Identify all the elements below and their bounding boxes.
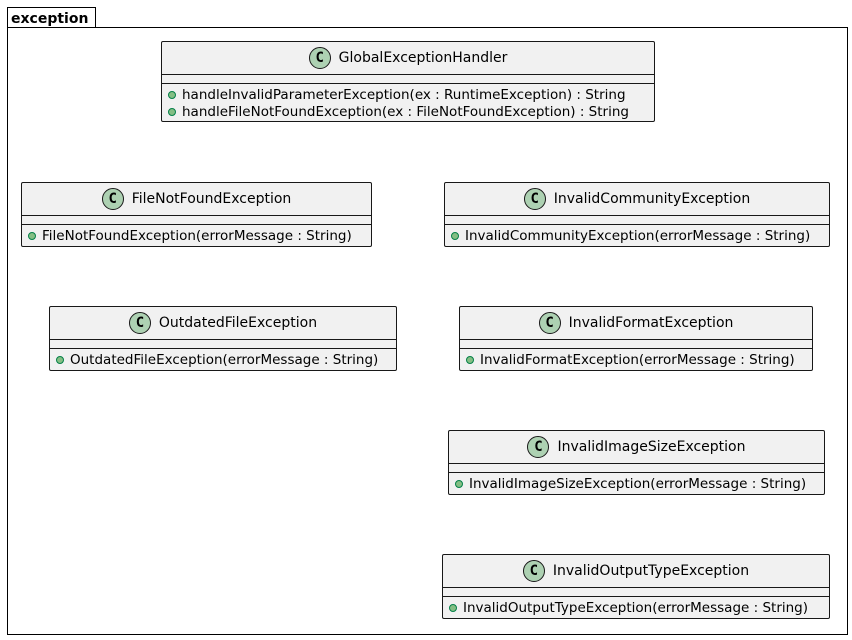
method-signature: handleInvalidParameterException(ex : Run… (182, 86, 626, 103)
class-header: C InvalidImageSizeException (449, 431, 824, 464)
package-name: exception (11, 11, 89, 27)
public-visibility-icon (28, 231, 36, 240)
class-header: C OutdatedFileException (50, 307, 396, 340)
class-stereotype-icon: C (308, 47, 331, 69)
class-name: InvalidImageSizeException (557, 439, 746, 455)
class-name: InvalidOutputTypeException (552, 563, 750, 579)
attributes-compartment (445, 216, 829, 225)
class-header: C InvalidFormatException (460, 307, 812, 340)
attributes-compartment (162, 75, 654, 84)
class-stereotype-icon: C (101, 188, 124, 210)
class-name: FileNotFoundException (131, 191, 292, 207)
public-visibility-icon (449, 603, 457, 612)
method-signature: OutdatedFileException(errorMessage : Str… (70, 351, 379, 368)
public-visibility-icon (168, 90, 176, 99)
method-row: handleFileNotFoundException(ex : FileNot… (168, 103, 648, 120)
class-stereotype-icon: C (527, 436, 550, 458)
public-visibility-icon (466, 355, 474, 364)
methods-compartment: InvalidCommunityException(errorMessage :… (445, 225, 829, 248)
method-signature: handleFileNotFoundException(ex : FileNot… (182, 103, 629, 120)
method-row: InvalidFormatException(errorMessage : St… (466, 351, 806, 368)
methods-compartment: InvalidFormatException(errorMessage : St… (460, 349, 812, 372)
method-signature: InvalidImageSizeException(errorMessage :… (469, 475, 807, 492)
public-visibility-icon (56, 355, 64, 364)
class-header: C InvalidCommunityException (445, 183, 829, 216)
class-header: C InvalidOutputTypeException (443, 555, 829, 588)
class-stereotype-icon: C (522, 560, 545, 582)
method-signature: InvalidOutputTypeException(errorMessage … (463, 599, 809, 616)
methods-compartment: FileNotFoundException(errorMessage : Str… (22, 225, 371, 248)
class-name: InvalidFormatException (568, 315, 734, 331)
attributes-compartment (22, 216, 371, 225)
method-row: OutdatedFileException(errorMessage : Str… (56, 351, 390, 368)
method-signature: InvalidFormatException(errorMessage : St… (480, 351, 795, 368)
class-global-exception-handler: C GlobalExceptionHandler handleInvalidPara… (161, 41, 655, 122)
class-stereotype-icon: C (523, 188, 546, 210)
attributes-compartment (443, 588, 829, 597)
class-stereotype-icon: C (128, 312, 151, 334)
package-body (7, 27, 848, 635)
methods-compartment: InvalidOutputTypeException(errorMessage … (443, 597, 829, 620)
class-stereotype-icon: C (538, 312, 561, 334)
methods-compartment: InvalidImageSizeException(errorMessage :… (449, 473, 824, 496)
class-header: C GlobalExceptionHandler (162, 42, 654, 75)
method-row: FileNotFoundException(errorMessage : Str… (28, 227, 365, 244)
attributes-compartment (449, 464, 824, 473)
method-signature: FileNotFoundException(errorMessage : Str… (42, 227, 352, 244)
public-visibility-icon (455, 479, 463, 488)
class-header: C FileNotFoundException (22, 183, 371, 216)
methods-compartment: OutdatedFileException(errorMessage : Str… (50, 349, 396, 372)
methods-compartment: handleInvalidParameterException(ex : Run… (162, 84, 654, 124)
class-name: GlobalExceptionHandler (338, 50, 508, 66)
class-name: OutdatedFileException (158, 315, 318, 331)
public-visibility-icon (451, 231, 459, 240)
attributes-compartment (50, 340, 396, 349)
method-row: InvalidCommunityException(errorMessage :… (451, 227, 823, 244)
attributes-compartment (460, 340, 812, 349)
method-row: InvalidOutputTypeException(errorMessage … (449, 599, 823, 616)
method-row: InvalidImageSizeException(errorMessage :… (455, 475, 818, 492)
class-name: InvalidCommunityException (553, 191, 751, 207)
public-visibility-icon (168, 107, 176, 116)
package-tab: exception (7, 7, 97, 28)
method-row: handleInvalidParameterException(ex : Run… (168, 86, 648, 103)
method-signature: InvalidCommunityException(errorMessage :… (465, 227, 811, 244)
